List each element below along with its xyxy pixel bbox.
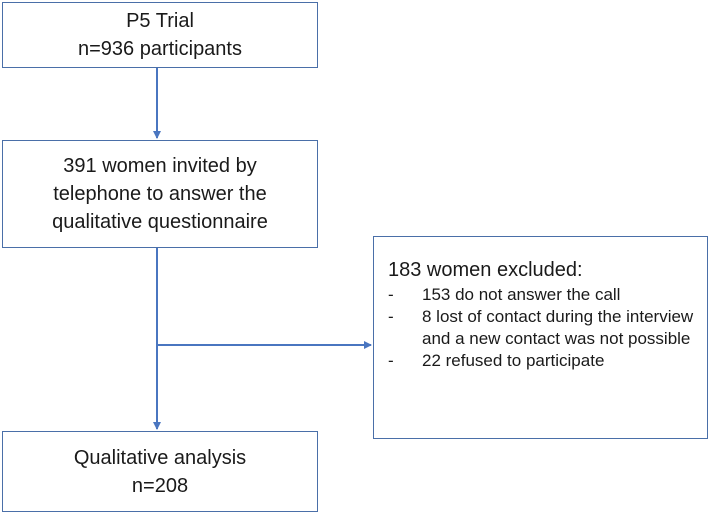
- invited-line-3: qualitative questionnaire: [52, 211, 268, 233]
- analysis-count: n=208: [131, 474, 189, 497]
- analysis-title: Qualitative analysis: [73, 446, 247, 469]
- excluded-item: -153 do not answer the call: [388, 285, 621, 304]
- excluded-title: 183 women excluded:: [388, 259, 583, 281]
- excluded-item-text: 8 lost of contact during the interview a…: [422, 307, 694, 348]
- trial-count: n=936 participants: [77, 38, 242, 60]
- trial-title: P5 Trial: [126, 10, 194, 32]
- analysis-box: Qualitative analysis n=208: [2, 431, 318, 512]
- excluded-box: 183 women excluded: -153 do not answer t…: [373, 236, 708, 439]
- excluded-list: -153 do not answer the call -8 lost of c…: [388, 284, 697, 372]
- excluded-item-text: 22 refused to participate: [422, 351, 605, 370]
- trial-box: P5 Trial n=936 participants: [2, 2, 318, 68]
- invited-line-2: telephone to answer the: [53, 183, 267, 205]
- excluded-item: -22 refused to participate: [388, 351, 605, 370]
- excluded-item: -8 lost of contact during the interview …: [388, 307, 694, 348]
- excluded-item-text: 153 do not answer the call: [422, 285, 621, 304]
- invited-line-1: 391 women invited by: [63, 155, 257, 177]
- invited-box: 391 women invited by telephone to answer…: [2, 140, 318, 248]
